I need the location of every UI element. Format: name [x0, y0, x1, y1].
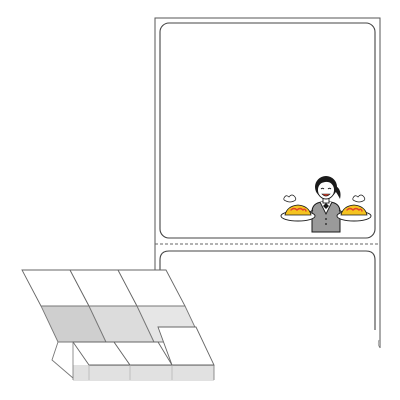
omelette-plate-right-icon: [336, 194, 372, 222]
fanfold-stack-icon: [21, 269, 215, 381]
omelette-plate-left-icon: [280, 194, 316, 222]
label-lower: [159, 250, 376, 330]
label-upper: [159, 22, 376, 239]
backing-paper: [154, 17, 381, 348]
